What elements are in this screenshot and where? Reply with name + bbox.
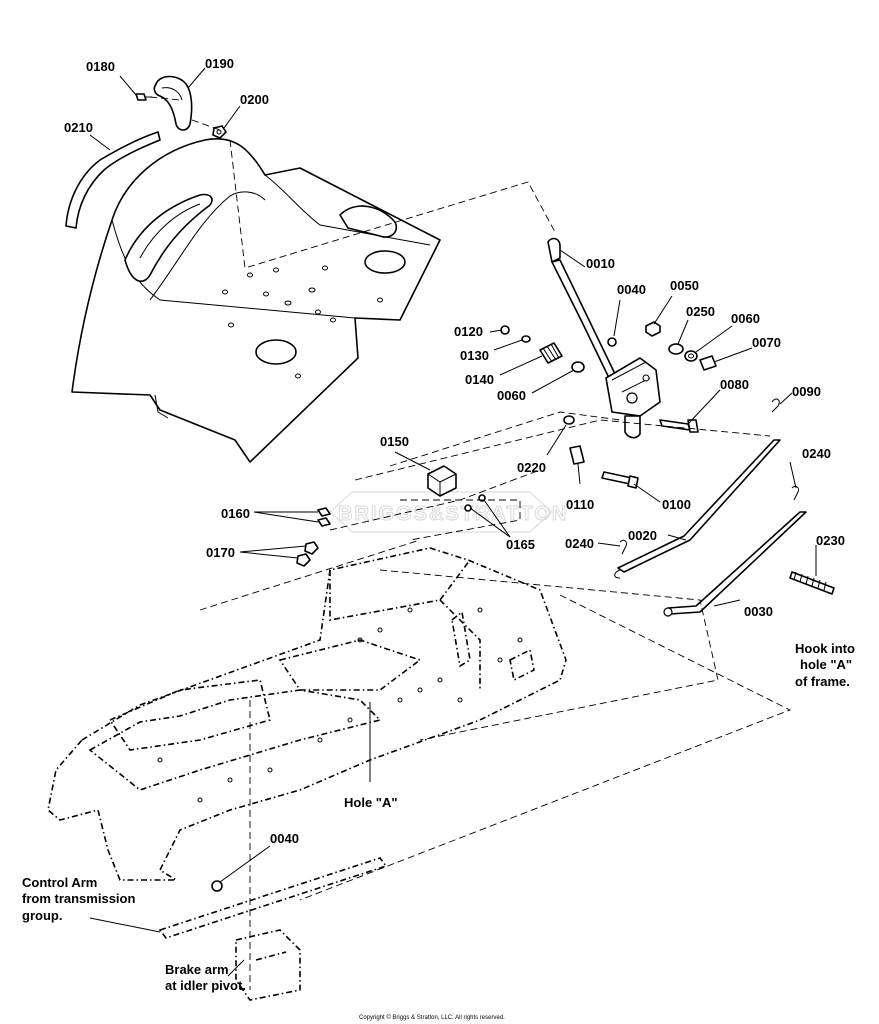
label-0050: 0050	[670, 278, 699, 293]
washer-0060b	[571, 361, 585, 373]
nut-0165b	[478, 494, 486, 502]
control-arm	[158, 857, 388, 939]
label-0070: 0070	[752, 335, 781, 350]
note-brake-line1: Brake arm	[165, 962, 229, 977]
note-hook-line2: hole "A"	[800, 657, 852, 672]
label-0230: 0230	[816, 533, 845, 548]
nuts-0170	[296, 541, 319, 567]
label-0240-lower: 0240	[565, 536, 594, 551]
nut-0165a	[464, 504, 472, 512]
rod-0020	[614, 439, 781, 579]
label-0030: 0030	[744, 604, 773, 619]
label-0240-upper: 0240	[802, 446, 831, 461]
label-0060-left: 0060	[497, 388, 526, 403]
label-0200: 0200	[240, 92, 269, 107]
label-0100: 0100	[662, 497, 691, 512]
washer-0250	[668, 343, 684, 355]
rod-0030	[663, 511, 807, 617]
spring-0230	[789, 571, 835, 595]
seat-handle-0190	[153, 75, 193, 131]
trim-strip-0210	[65, 131, 161, 229]
label-0080: 0080	[720, 377, 749, 392]
label-0190: 0190	[205, 56, 234, 71]
switch-0150	[427, 465, 457, 497]
pin-0050	[645, 321, 661, 337]
note-hook-line3: of frame.	[795, 674, 850, 689]
nut-0120	[500, 325, 510, 335]
label-0160: 0160	[221, 506, 250, 521]
screws-0160	[317, 507, 331, 527]
washer-0060a	[684, 350, 698, 362]
label-0010: 0010	[586, 256, 615, 271]
label-0220: 0220	[517, 460, 546, 475]
washer-0220	[563, 415, 575, 425]
leader-lines	[89, 67, 817, 977]
copyright-text: Copyright © Briggs & Stratton, LLC. All …	[359, 1014, 505, 1021]
watermark-text: BRIGGS&STRATTON	[338, 503, 568, 525]
note-control-line3: group.	[22, 908, 62, 923]
label-0020: 0020	[628, 528, 657, 543]
label-0060-right: 0060	[731, 311, 760, 326]
label-0250: 0250	[686, 304, 715, 319]
hardware-cluster	[500, 321, 780, 489]
washer-0040b	[211, 880, 223, 892]
label-0040-lower: 0040	[270, 831, 299, 846]
label-0090: 0090	[792, 384, 821, 399]
label-0120: 0120	[454, 324, 483, 339]
notes: Hook into hole "A" of frame. Hole "A" Co…	[22, 641, 855, 993]
label-0210: 0210	[64, 120, 93, 135]
note-hook-line1: Hook into	[795, 641, 855, 656]
fender-deck	[71, 138, 441, 463]
label-0110: 0110	[566, 497, 594, 512]
bolt-0100	[601, 471, 633, 485]
brake-arm	[235, 929, 301, 1001]
label-0170: 0170	[206, 545, 235, 560]
bolt-0180	[135, 93, 152, 101]
washer-0040a	[607, 337, 617, 347]
shift-bracket	[605, 357, 661, 439]
note-brake-line2: at idler pivot.	[165, 978, 246, 993]
cotter-0240a	[791, 485, 799, 501]
note-hole-a: Hole "A"	[344, 795, 398, 810]
bolt-0080	[659, 419, 691, 431]
label-0165: 0165	[506, 537, 535, 552]
label-0140: 0140	[465, 372, 494, 387]
label-0040-upper: 0040	[617, 282, 646, 297]
label-0180: 0180	[86, 59, 115, 74]
watermark-logo: BRIGGS&STRATTON	[329, 491, 568, 533]
bushing-0070	[699, 355, 717, 371]
frame	[47, 547, 567, 881]
label-0130: 0130	[460, 348, 489, 363]
cotter-0090	[771, 398, 780, 413]
washer-0130	[521, 335, 531, 343]
note-control-line2: from transmission	[22, 891, 135, 906]
note-control-line1: Control Arm	[22, 875, 97, 890]
spacer-0110	[569, 445, 585, 465]
part-labels: 0180 0190 0200 0210 0010 0040 0050 0250 …	[64, 56, 845, 846]
cotter-0240b	[619, 539, 627, 555]
label-0150: 0150	[380, 434, 409, 449]
